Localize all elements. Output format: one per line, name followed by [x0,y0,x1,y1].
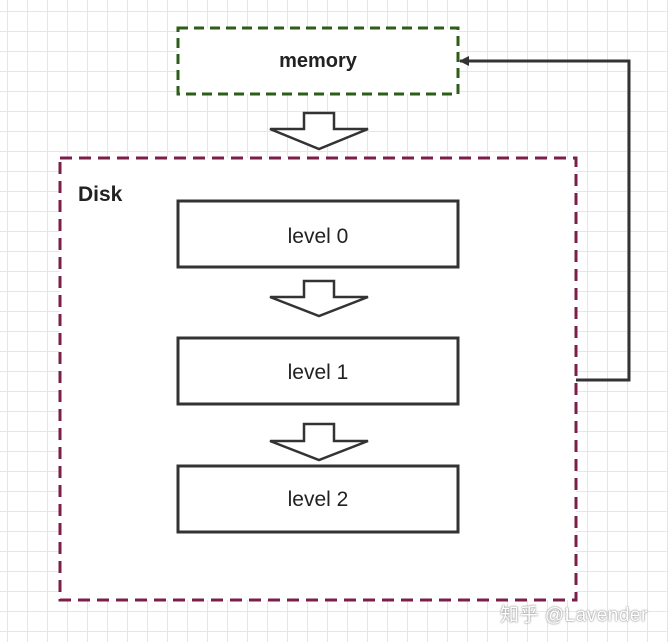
level-1-box [176,336,460,406]
level-2-box [176,464,460,534]
disk-to-memory-connector [459,56,631,382]
watermark-text: 知乎 @Lavender [500,605,648,626]
disk-label: Disk [78,183,123,206]
level-1-label: level 1 [287,361,349,384]
memory-label: memory [279,49,357,72]
merge-arrow-level1-to-level2 [269,422,369,462]
flush-arrow-memory-to-disk [269,111,369,151]
memory-box [176,26,460,96]
merge-arrow-level0-to-level1 [269,279,369,318]
level-0-box [176,199,460,269]
level-2-label: level 2 [287,488,349,511]
level-0-label: level 0 [287,225,349,248]
